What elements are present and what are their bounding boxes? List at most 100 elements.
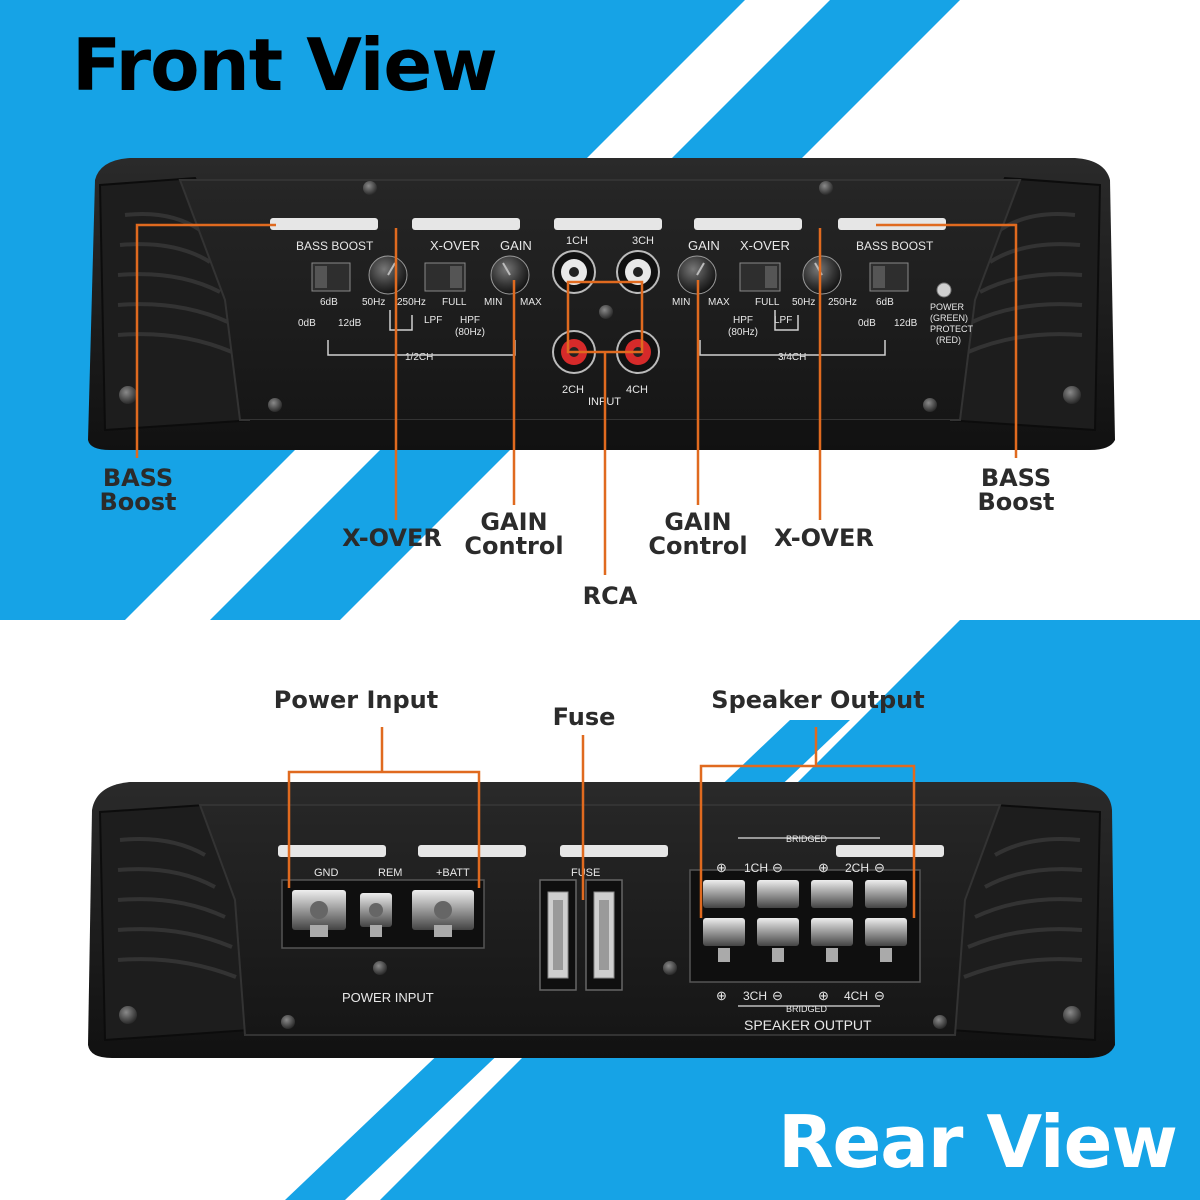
power-terminal-block xyxy=(281,879,485,949)
panel-status-4: (RED) xyxy=(936,335,961,345)
panel-min-left: MIN xyxy=(484,297,502,308)
leader-bass-left xyxy=(135,223,276,458)
panel-gain-left: GAIN xyxy=(500,238,532,253)
filter-switch-left[interactable] xyxy=(424,262,466,292)
panel-50hz-left: 50Hz xyxy=(362,297,385,308)
rear-right-fins xyxy=(963,837,1083,979)
terminal-gnd[interactable] xyxy=(292,890,346,937)
panel-6db-right: 6dB xyxy=(876,297,894,308)
speaker-terminals[interactable] xyxy=(703,880,907,962)
speaker-terminal-block xyxy=(689,869,921,983)
rear-label-4ch: 4CH xyxy=(844,989,868,1003)
panel-min-right: MIN xyxy=(672,297,690,308)
panel-12db-left: 12dB xyxy=(338,318,362,329)
panel-2ch: 2CH xyxy=(562,384,584,396)
filter-switch-right[interactable] xyxy=(739,262,781,292)
panel-xover-right: X-OVER xyxy=(740,238,790,253)
rear-label-rem: REM xyxy=(378,867,402,879)
panel-12db-right: 12dB xyxy=(894,318,918,329)
rear-label-minus-3ch: ⊖ xyxy=(772,988,783,1003)
rear-label-plus-4ch: ⊕ xyxy=(818,988,829,1003)
gain-knob-right[interactable] xyxy=(677,255,717,295)
rear-label-bridged-bottom: BRIDGED xyxy=(786,1004,828,1014)
panel-full-left: FULL xyxy=(442,297,467,308)
callout-bass-right-1: BASS xyxy=(981,464,1051,492)
panel-max-left: MAX xyxy=(520,297,542,308)
panel-hpf-left-2: (80Hz) xyxy=(455,327,485,338)
callout-gain-left-1: GAIN xyxy=(480,508,547,536)
panel-group-left: 1/2CH xyxy=(405,352,433,363)
panel-group-right: 3/4CH xyxy=(778,352,806,363)
rear-label-plus-2ch: ⊕ xyxy=(818,860,829,875)
front-right-fins xyxy=(967,212,1083,354)
gain-knob-left[interactable] xyxy=(490,255,530,295)
front-face-plate xyxy=(178,179,1022,421)
panel-xover-left: X-OVER xyxy=(430,238,480,253)
front-slots xyxy=(270,218,946,230)
rear-label-minus-1ch: ⊖ xyxy=(772,860,783,875)
panel-gain-right: GAIN xyxy=(688,238,720,253)
callout-bass-left-2: Boost xyxy=(99,488,176,516)
rca-jack-1ch[interactable] xyxy=(552,250,596,294)
rear-label-3ch: 3CH xyxy=(743,989,767,1003)
callout-rca: RCA xyxy=(583,582,638,610)
rear-label-batt: +BATT xyxy=(436,867,470,879)
rear-view-title: Rear View xyxy=(778,1100,1177,1184)
rear-label-speaker-output: SPEAKER OUTPUT xyxy=(744,1017,872,1033)
panel-6db-left: 6dB xyxy=(320,297,338,308)
callout-gain-left-2: Control xyxy=(464,532,563,560)
fuse-2[interactable] xyxy=(585,879,623,991)
bass-boost-switch-right[interactable] xyxy=(869,262,909,292)
bass-boost-switch-left[interactable] xyxy=(311,262,351,292)
callout-bass-right-2: Boost xyxy=(977,488,1054,516)
front-view-title: Front View xyxy=(72,23,497,107)
panel-full-right: FULL xyxy=(755,297,780,308)
panel-hpf-left-1: HPF xyxy=(460,315,480,326)
callout-power-input: Power Input xyxy=(274,686,438,714)
terminal-batt[interactable] xyxy=(412,890,474,937)
callout-gain-right-2: Control xyxy=(648,532,747,560)
panel-50hz-right: 50Hz xyxy=(792,297,815,308)
status-led-icon xyxy=(936,282,952,298)
rca-jack-3ch[interactable] xyxy=(616,250,660,294)
front-view-section: Front View xyxy=(0,0,1200,620)
panel-3ch: 3CH xyxy=(632,235,654,247)
panel-hpf-right-2: (80Hz) xyxy=(728,327,758,338)
xover-knob-left[interactable] xyxy=(368,255,408,295)
panel-250hz-right: 250Hz xyxy=(828,297,857,308)
panel-bass-boost-right: BASS BOOST xyxy=(856,239,934,253)
fuse-1[interactable] xyxy=(539,879,577,991)
panel-0db-left: 0dB xyxy=(298,318,316,329)
callout-gain-right-1: GAIN xyxy=(664,508,731,536)
rear-amplifier: GND REM +BATT POWER INPUT FUSE xyxy=(88,782,1115,1058)
panel-0db-right: 0dB xyxy=(858,318,876,329)
rear-label-power-input: POWER INPUT xyxy=(342,990,434,1005)
rear-view-section: Rear View xyxy=(0,620,1200,1200)
front-feet-screws xyxy=(119,181,1081,412)
callout-speaker-output: Speaker Output xyxy=(711,686,924,714)
rear-label-minus-2ch: ⊖ xyxy=(874,860,885,875)
rear-label-plus-1ch: ⊕ xyxy=(716,860,727,875)
rear-label-gnd: GND xyxy=(314,867,339,879)
panel-lpf-left: LPF xyxy=(424,315,442,326)
front-leader-lines xyxy=(135,223,1018,575)
callout-bass-left-1: BASS xyxy=(103,464,173,492)
front-bottom-lip xyxy=(250,420,950,438)
rear-left-fins xyxy=(117,837,237,979)
rear-slots xyxy=(278,845,944,857)
callout-xover-left: X-OVER xyxy=(342,524,442,552)
rear-label-plus-3ch: ⊕ xyxy=(716,988,727,1003)
panel-4ch: 4CH xyxy=(626,384,648,396)
callout-xover-right: X-OVER xyxy=(774,524,874,552)
panel-status-2: (GREEN) xyxy=(930,313,968,323)
panel-bass-boost-left: BASS BOOST xyxy=(296,239,374,253)
xover-knob-right[interactable] xyxy=(802,255,842,295)
rear-screws xyxy=(119,961,1081,1029)
leader-power-input xyxy=(287,727,481,888)
panel-max-right: MAX xyxy=(708,297,730,308)
rear-label-bridged-top: BRIDGED xyxy=(786,834,828,844)
callout-fuse: Fuse xyxy=(553,703,616,731)
terminal-rem[interactable] xyxy=(360,893,392,937)
rear-label-2ch: 2CH xyxy=(845,861,869,875)
